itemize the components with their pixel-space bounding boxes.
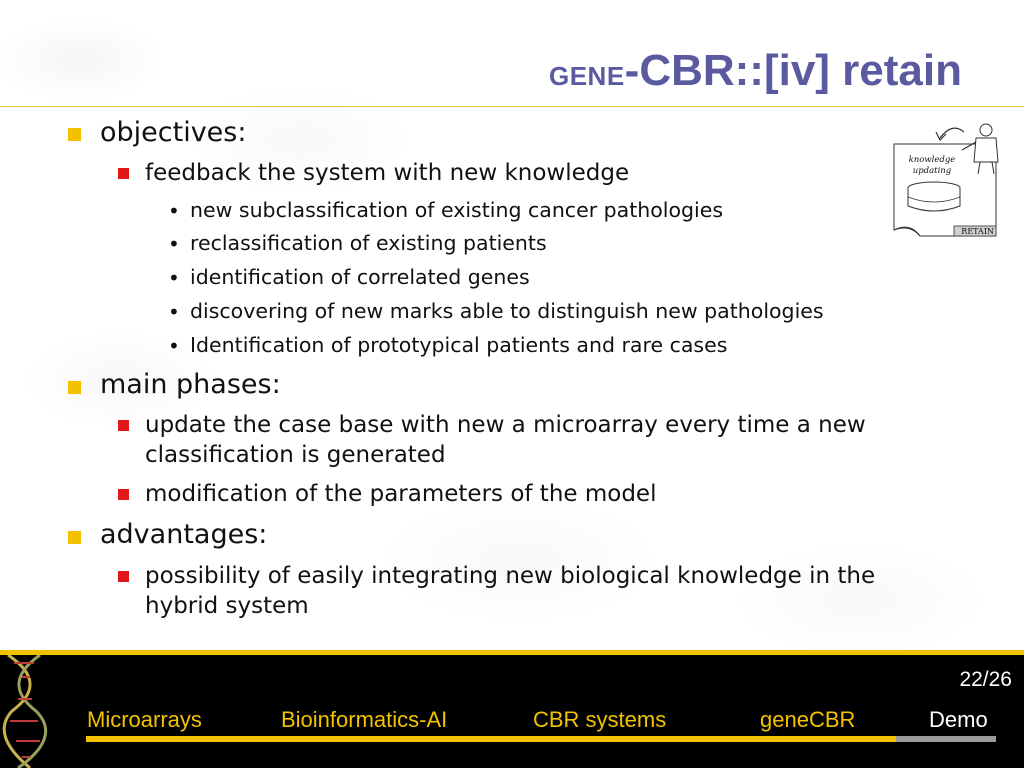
title-prefix: GENE xyxy=(548,61,625,91)
dna-helix-icon xyxy=(2,655,48,768)
nav-link-bioinformatics-ai[interactable]: Bioinformatics-AI xyxy=(281,707,448,732)
illustration-label: knowledge xyxy=(909,155,956,165)
phase-item-line: classification is generated xyxy=(145,442,446,468)
nav-progress-bar xyxy=(86,736,896,742)
database-icon xyxy=(907,181,961,212)
slide-title: GENE-CBR::[iv] retain xyxy=(549,46,962,96)
bullet-square-red xyxy=(118,168,129,179)
outline-feedback: feedback the system with new knowledge xyxy=(145,160,630,186)
advantage-item-line: hybrid system xyxy=(145,593,309,619)
nav-progress-remaining xyxy=(896,736,996,742)
footer-divider xyxy=(0,650,1024,655)
bullet-square-yellow xyxy=(68,531,81,544)
nav-link-microarrays[interactable]: Microarrays xyxy=(87,707,202,732)
advantage-item-line: possibility of easily integrating new bi… xyxy=(145,563,876,589)
scientist-icon xyxy=(961,123,999,175)
title-divider xyxy=(0,106,1024,107)
objective-item: discovering of new marks able to disting… xyxy=(190,299,824,323)
nav-link-demo[interactable]: Demo xyxy=(929,707,988,732)
bullet-dot: • xyxy=(168,334,180,358)
retain-illustration: RETAIN knowledge updating xyxy=(893,123,999,237)
bullet-square-yellow xyxy=(68,381,81,394)
objective-item: reclassification of existing patients xyxy=(190,231,547,255)
title-main: -CBR::[iv] retain xyxy=(624,46,962,95)
objective-item: Identification of prototypical patients … xyxy=(190,333,728,357)
objective-item: new subclassification of existing cancer… xyxy=(190,198,724,222)
bullet-square-red xyxy=(118,420,129,431)
bullet-dot: • xyxy=(168,300,180,324)
bullet-dot: • xyxy=(168,266,180,290)
objective-item: identification of correlated genes xyxy=(190,265,530,289)
nav-link-cbr-systems[interactable]: CBR systems xyxy=(533,707,667,732)
phase-item-line: modification of the parameters of the mo… xyxy=(145,481,657,507)
footer-bar xyxy=(0,650,1024,768)
retain-caption: RETAIN xyxy=(961,227,994,236)
bullet-square-yellow xyxy=(68,128,81,141)
bullet-square-red xyxy=(118,571,129,582)
illustration-label: updating xyxy=(913,166,952,176)
phase-item-line: update the case base with new a microarr… xyxy=(145,412,866,438)
cycle-arrow-icon xyxy=(935,127,965,142)
bullet-square-red xyxy=(118,489,129,500)
bullet-dot: • xyxy=(168,199,180,223)
outline-main-phases: main phases: xyxy=(100,369,281,400)
page-number: 22/26 xyxy=(959,668,1012,691)
slide-body: objectives: feedback the system with new… xyxy=(68,117,876,619)
outline-advantages: advantages: xyxy=(100,519,268,550)
nav-link-genecbr[interactable]: geneCBR xyxy=(760,707,856,732)
bullet-dot: • xyxy=(168,232,180,256)
outline-objectives: objectives: xyxy=(100,117,247,148)
